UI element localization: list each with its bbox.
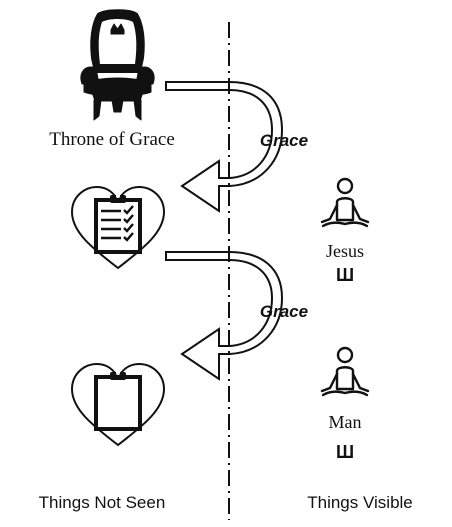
things-visible-label: Things Visible	[307, 493, 413, 512]
man-label: Man	[329, 412, 362, 432]
heart-checklist-icon	[70, 185, 166, 270]
meditating-person-icon-jesus	[320, 177, 370, 228]
meditating-person-icon-man	[320, 346, 370, 397]
grace-label-top: Grace	[260, 131, 308, 150]
grace-arrow-bottom	[165, 251, 284, 381]
feet-glyph-icon-man: Ш	[336, 442, 354, 462]
grace-arrow-top	[165, 81, 284, 213]
throne-icon	[80, 9, 155, 121]
jesus-label: Jesus	[326, 241, 364, 261]
grace-label-bottom: Grace	[260, 302, 308, 321]
heart-clipboard-icon	[70, 362, 166, 447]
throne-label: Throne of Grace	[49, 129, 175, 150]
feet-glyph-icon-jesus: Ш	[336, 265, 354, 285]
things-not-seen-label: Things Not Seen	[39, 493, 166, 512]
